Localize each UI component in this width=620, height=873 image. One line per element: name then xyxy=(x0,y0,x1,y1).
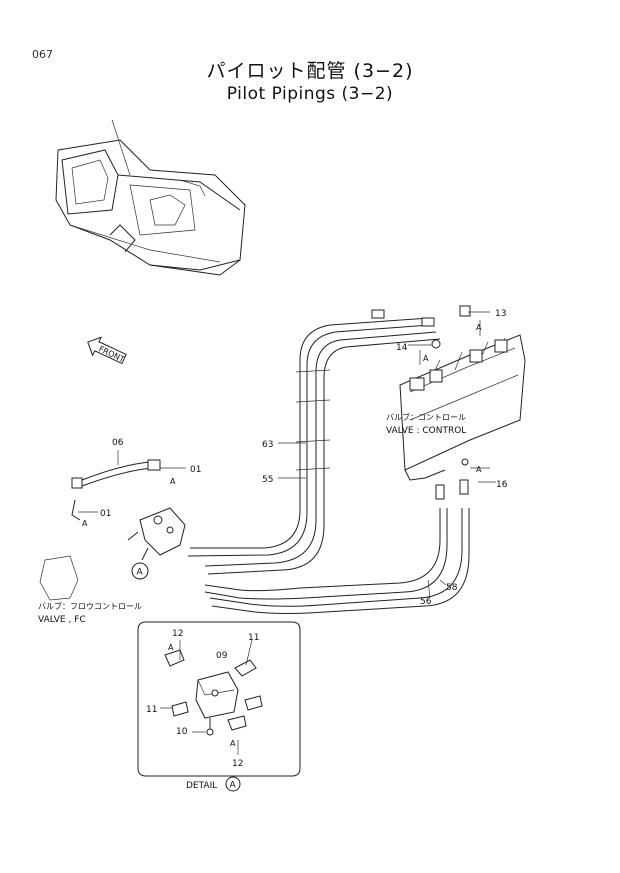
page-number: 067 xyxy=(32,48,53,61)
leader-lines xyxy=(78,311,496,755)
callout-12-top: 12 xyxy=(172,629,183,639)
callout-12-bottom: 12 xyxy=(232,759,243,769)
detail-a-marker-letter: A xyxy=(137,568,144,578)
detail-label-letter: A xyxy=(230,781,237,791)
callout-55: 55 xyxy=(262,475,273,485)
callout-01-lower: 01 xyxy=(100,509,111,519)
callout-11-left: 11 xyxy=(146,705,157,715)
callout-16: 16 xyxy=(496,480,508,490)
detail-label: DETAIL xyxy=(186,781,217,791)
marker-a-12-top: A xyxy=(168,643,174,652)
flow-control-valve xyxy=(39,459,186,601)
hose-loop-55-63 xyxy=(187,317,441,575)
excavator-overview-sketch xyxy=(55,119,246,276)
callout-11-top: 11 xyxy=(248,633,259,643)
callout-10: 10 xyxy=(176,727,188,737)
marker-a-13: A xyxy=(476,323,482,332)
control-valve-block xyxy=(399,334,526,481)
callout-58: 58 xyxy=(446,583,458,593)
top-fittings xyxy=(371,305,471,500)
callout-06: 06 xyxy=(112,438,124,448)
callout-63: 63 xyxy=(262,440,273,450)
valve-fc-label-en: VALVE , FC xyxy=(38,615,86,625)
detail-a-frame xyxy=(137,621,301,777)
callout-09: 09 xyxy=(216,651,228,661)
callout-56: 56 xyxy=(420,597,432,607)
hose-56-58 xyxy=(204,508,470,614)
marker-a-14: A xyxy=(423,354,429,363)
detail-a-marker-circle xyxy=(131,562,149,580)
page-title-english: Pilot Pipings (3−2) xyxy=(226,84,394,104)
callout-13: 13 xyxy=(495,309,506,319)
front-direction-arrow: FRONT xyxy=(87,336,127,365)
valve-control-label-en: VALVE : CONTROL xyxy=(386,426,466,436)
valve-fc-label-jp: バルブ：フロウコントロール xyxy=(38,601,142,611)
marker-a-12-bottom: A xyxy=(230,739,236,748)
callout-14: 14 xyxy=(396,343,408,353)
marker-a-01-upper: A xyxy=(170,477,176,486)
callout-01-upper: 01 xyxy=(190,465,201,475)
detail-label-circle xyxy=(225,776,241,792)
valve-control-label-jp: バルブ：コントロール xyxy=(386,412,466,422)
marker-a-16: A xyxy=(476,465,482,474)
marker-a-01-lower: A xyxy=(82,519,88,528)
page-title-japanese: パイロット配管 (3−2) xyxy=(206,60,414,82)
